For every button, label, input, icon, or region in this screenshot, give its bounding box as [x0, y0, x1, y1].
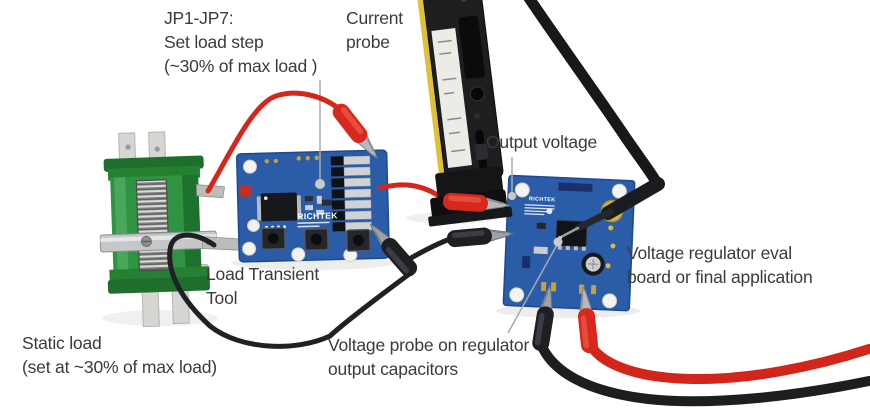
gold-pads — [264, 155, 319, 164]
coil-window — [135, 179, 171, 272]
annotation-voltage-probe: Voltage probe on regulator output capaci… — [328, 335, 530, 379]
red-supply-cable — [586, 341, 870, 385]
silkscreen-text-lines — [524, 204, 555, 216]
black-wire-static-load — [167, 232, 415, 349]
adjustable-clamp-band — [99, 230, 218, 253]
leader-dot-jp — [315, 179, 325, 189]
black-supply-cable — [536, 339, 870, 407]
load-transient-tool-board: RICHTEK — [235, 149, 391, 263]
standoffs — [509, 182, 627, 309]
static-load-rheostat — [99, 131, 243, 328]
eval-brand-silkscreen: RICHTEK — [529, 196, 556, 203]
standoffs — [242, 159, 358, 263]
output-capacitor — [581, 252, 605, 276]
bottom-header-pins — [540, 281, 597, 295]
annotation-static-load: Static load (set at ~30% of max load) — [22, 333, 217, 377]
current-probe-clamp — [416, 0, 513, 227]
tact-buttons — [260, 227, 371, 252]
annotation-jp-setting: JP1-JP7: Set load step (~30% of max load… — [164, 8, 318, 76]
black-clip-on-eval-edge — [445, 224, 515, 249]
annotation-output-voltage: Output voltage — [486, 132, 598, 152]
red-wire-static-load — [205, 90, 341, 194]
jumper-block-jp1-jp7 — [330, 155, 372, 232]
probe-spec-label — [431, 28, 473, 168]
label-sticker — [558, 182, 593, 193]
leader-dot-output — [508, 192, 516, 200]
eval-board: RICHTEK — [502, 174, 636, 312]
leader-voltage-probe — [507, 242, 559, 334]
ltt-brand-silkscreen: RICHTEK — [297, 210, 338, 221]
smd-cluster — [304, 195, 332, 215]
annotation-current-probe: Current probe — [346, 8, 403, 52]
annotation-eval-board: Voltage regulator eval board or final ap… — [627, 243, 813, 287]
probe-slider — [474, 129, 489, 172]
dip-ic — [256, 192, 302, 229]
white-led — [246, 219, 260, 233]
probe-button — [469, 86, 485, 102]
resistor-body — [103, 155, 211, 294]
probe-window — [458, 15, 486, 79]
red-component — [239, 185, 252, 197]
small-parts — [521, 208, 616, 269]
scope-cable — [523, 0, 663, 189]
probe-nose — [574, 208, 614, 232]
annotation-load-transient-tool: Load Transient Tool — [206, 264, 319, 308]
voltage-probe — [523, 0, 665, 240]
probe-tip — [559, 226, 580, 239]
probe-barrel — [601, 177, 665, 220]
